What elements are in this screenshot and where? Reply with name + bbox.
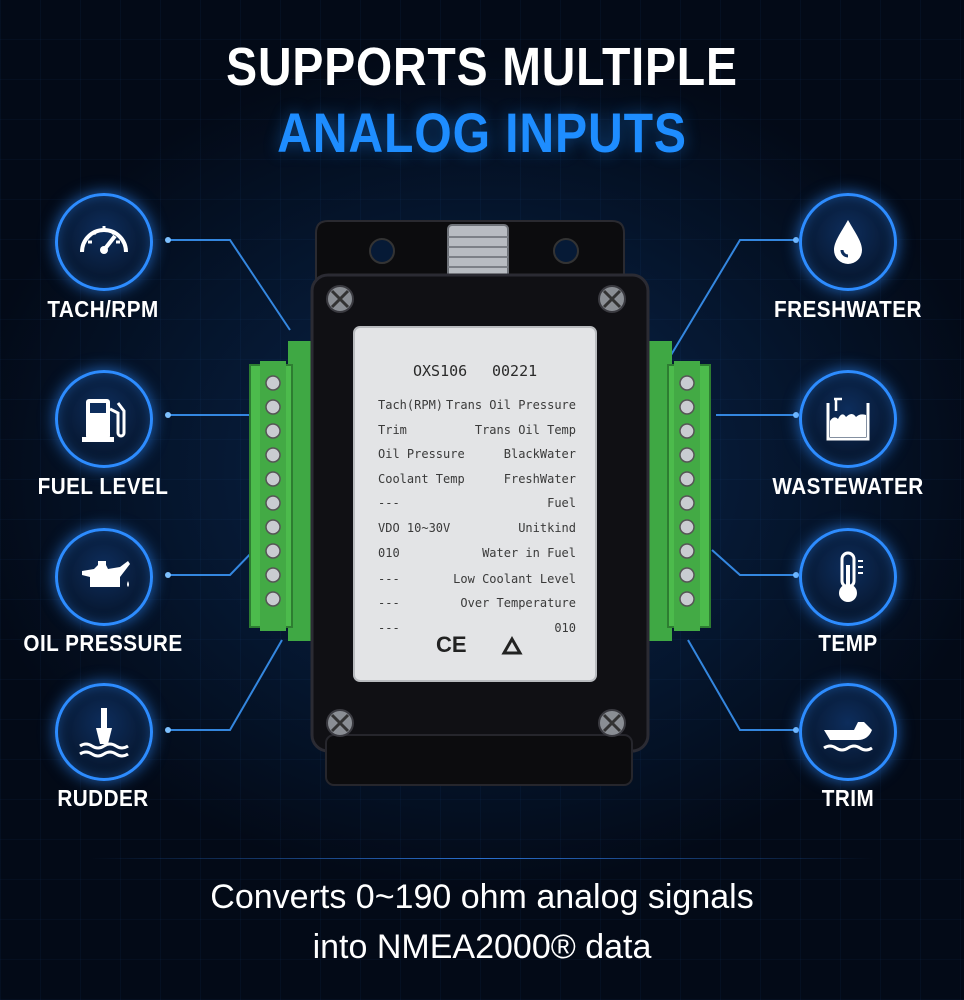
fuel-level-label: FUEL LEVEL [37, 473, 169, 499]
oil-pressure-label: OIL PRESSURE [23, 630, 183, 656]
ce-mark: CE [436, 632, 467, 657]
label-left-row: VDO 10~30V [378, 521, 451, 535]
label-right-row: Trans Oil Pressure [445, 398, 576, 412]
label-right-row: Fuel [547, 496, 576, 510]
oil-pressure-badge [55, 528, 153, 626]
tachometer-icon [80, 226, 128, 254]
label-left-row: --- [378, 572, 400, 586]
label-right-row: Unitkind [518, 521, 576, 535]
oil-can-icon [82, 561, 130, 587]
label-left-row: 010 [378, 546, 400, 560]
boat-trim-icon [823, 722, 873, 752]
freshwater-label: FRESHWATER [774, 296, 922, 322]
rudder-label: RUDDER [57, 785, 149, 811]
label-right-row: Over Temperature [460, 596, 576, 610]
label-right-row: Water in Fuel [482, 546, 576, 560]
label-left-row: Oil Pressure [378, 447, 465, 461]
waste-tank-icon [826, 397, 870, 441]
device-model: OXS106 [413, 362, 468, 380]
tach-rpm-badge [55, 193, 153, 291]
wastewater-badge [799, 370, 897, 468]
trim-badge [799, 683, 897, 781]
converter-device [249, 220, 711, 786]
thermometer-icon [839, 551, 863, 602]
rudder-icon [79, 708, 129, 758]
temp-label: TEMP [818, 630, 878, 656]
heading-line-1: SUPPORTS MULTIPLE [226, 37, 738, 97]
tagline-line-2: into NMEA2000® data [312, 928, 652, 966]
label-right-row: Trans Oil Temp [474, 423, 576, 437]
trim-label: TRIM [821, 785, 875, 811]
label-right-row: FreshWater [503, 472, 576, 486]
tagline-line-1: Converts 0~190 ohm analog signals [210, 878, 754, 916]
temp-badge [799, 528, 897, 626]
fuel-pump-icon [82, 399, 126, 442]
tach-rpm-label: TACH/RPM [47, 296, 159, 322]
rudder-badge [55, 683, 153, 781]
label-left-row: --- [378, 496, 400, 510]
label-left-row: --- [378, 596, 400, 610]
water-drop-icon [834, 220, 862, 264]
label-left-row: Trim [378, 423, 407, 437]
label-left-row: Tach(RPM) [378, 398, 444, 412]
label-right-row: 010 [554, 621, 576, 635]
recycle-icon [501, 635, 523, 655]
divider [90, 858, 874, 859]
label-left-row: --- [378, 621, 400, 635]
wastewater-label: WASTEWATER [772, 473, 924, 499]
label-right-row: Low Coolant Level [453, 572, 576, 586]
label-right-row: BlackWater [503, 447, 576, 461]
device-serial: 00221 [492, 362, 538, 380]
label-left-row: Coolant Temp [378, 472, 465, 486]
fuel-level-badge [55, 370, 153, 468]
freshwater-badge [799, 193, 897, 291]
heading-line-2: ANALOG INPUTS [277, 101, 687, 164]
